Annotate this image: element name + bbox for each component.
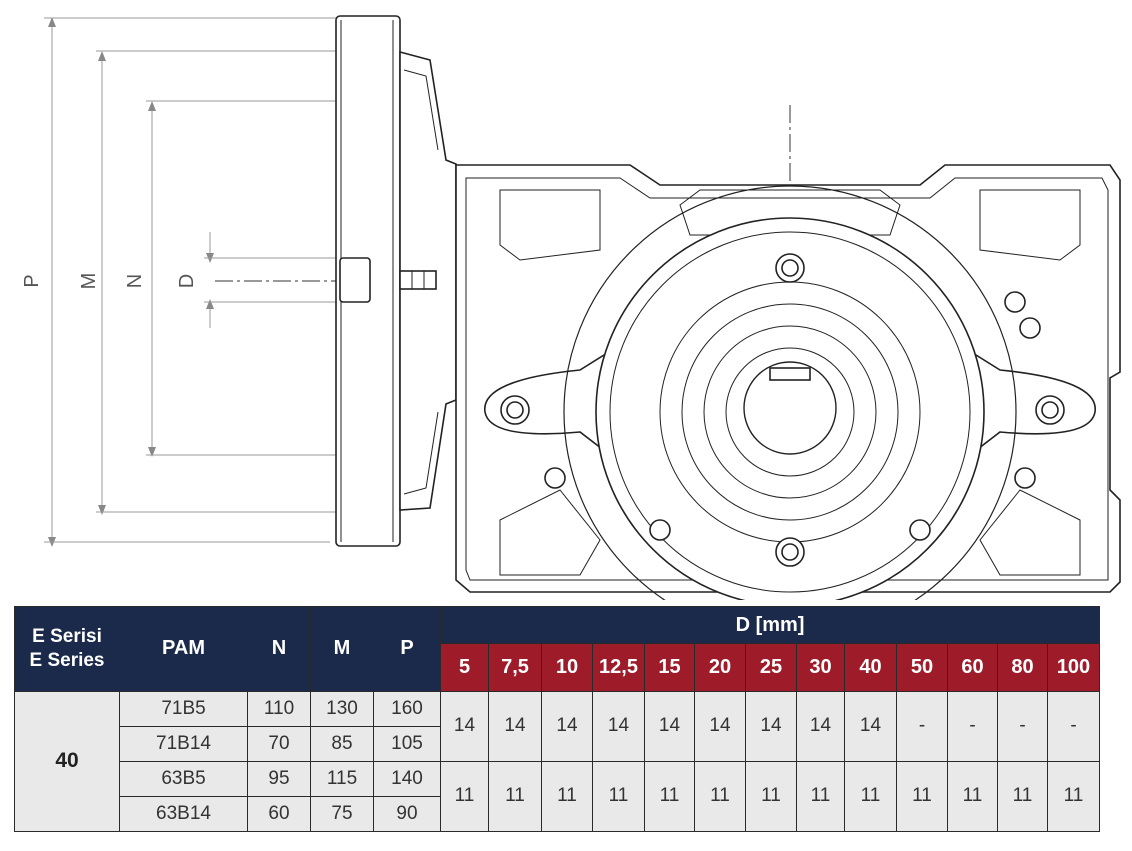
n-cell: 60 (247, 795, 311, 833)
d-value-cell: 11 (844, 760, 897, 833)
d-value-cell: - (997, 690, 1048, 762)
d-value-cell: 14 (844, 690, 897, 762)
pam-cell: 71B5 (119, 690, 248, 727)
d-value-header: 25 (745, 643, 797, 692)
motor-flange (335, 15, 457, 547)
d-value-cell: 11 (592, 760, 645, 833)
n-cell: 70 (247, 725, 311, 762)
d-value-cell: 14 (745, 690, 797, 762)
m-header: M (310, 606, 374, 692)
pam-cell: 71B14 (119, 725, 248, 762)
p-cell: 140 (373, 760, 441, 797)
gearbox-housing (455, 164, 1121, 600)
d-header: D [mm] (439, 605, 1101, 645)
d-value-cell: 14 (796, 690, 845, 762)
dim-label-n: N (124, 274, 146, 288)
d-value-cell: 11 (644, 760, 695, 833)
d-value-header: 50 (896, 643, 948, 692)
p-cell: 90 (373, 795, 441, 833)
series-label-tr: E Serisi (32, 625, 102, 647)
d-value-header: 40 (844, 643, 897, 692)
d-value-cell: 11 (947, 760, 998, 833)
d-value-cell: 11 (694, 760, 746, 833)
d-value-cell: 14 (592, 690, 645, 762)
d-value-header: 100 (1046, 643, 1101, 692)
d-value-cell: - (896, 690, 948, 762)
dim-label-p: P (21, 274, 43, 287)
n-header: N (247, 606, 311, 692)
table-row: 63B14 60 75 90 (15, 795, 1100, 833)
pam-cell: 63B5 (119, 760, 248, 797)
d-value-header: 15 (644, 643, 695, 692)
table-row: 63B5 95 115 140 11 11 11 11 11 11 11 11 … (15, 760, 1101, 833)
dim-label-d: D (176, 274, 198, 288)
p-cell: 160 (373, 690, 441, 727)
d-value-cell: 14 (440, 690, 489, 762)
table-row: 71B14 70 85 105 (15, 725, 1100, 762)
d-value-cell: 11 (541, 760, 593, 833)
d-value-header: 60 (947, 643, 998, 692)
p-header: P (373, 606, 441, 692)
d-value-cell: 11 (488, 760, 542, 833)
d-value-header: 5 (440, 643, 489, 692)
d-value-cell: 11 (796, 760, 845, 833)
d-value-cell: 14 (488, 690, 542, 762)
dim-label-m: M (78, 273, 100, 290)
size-cell: 40 (14, 690, 120, 833)
spec-table: E Serisi E Series PAM N M P D [mm] 5 7,5… (14, 605, 1101, 833)
d-value-header: 10 (541, 643, 593, 692)
d-value-cell: 11 (896, 760, 948, 833)
dimension-label-group: P M N D (21, 273, 198, 290)
d-value-cell: 14 (694, 690, 746, 762)
table-row: 40 71B5 110 130 160 14 14 14 14 14 14 14… (14, 690, 1101, 833)
m-cell: 115 (310, 760, 374, 797)
d-value-cell: 11 (1046, 760, 1101, 833)
d-value-header: 7,5 (488, 643, 542, 692)
series-header: E Serisi E Series (14, 606, 120, 692)
d-value-header: 30 (796, 643, 845, 692)
pam-cell: 63B14 (119, 795, 248, 833)
d-value-cell: 14 (644, 690, 695, 762)
d-value-cell: 11 (745, 760, 797, 833)
n-cell: 95 (247, 760, 311, 797)
m-cell: 130 (310, 690, 374, 727)
d-value-cell: 11 (997, 760, 1048, 833)
d-value-cell: 14 (541, 690, 593, 762)
technical-drawing: P M N D (21, 15, 1121, 600)
d-value-header: 20 (694, 643, 746, 692)
series-label-en: E Series (29, 649, 105, 671)
d-value-header: 80 (997, 643, 1048, 692)
p-cell: 105 (373, 725, 441, 762)
d-value-cell: 11 (440, 760, 489, 833)
pam-header: PAM (119, 606, 248, 692)
d-value-cell: - (1046, 690, 1101, 762)
m-cell: 85 (310, 725, 374, 762)
dimension-lines (44, 17, 400, 547)
n-cell: 110 (247, 690, 311, 727)
m-cell: 75 (310, 795, 374, 833)
d-value-header: 12,5 (592, 643, 645, 692)
d-value-cell: - (947, 690, 998, 762)
